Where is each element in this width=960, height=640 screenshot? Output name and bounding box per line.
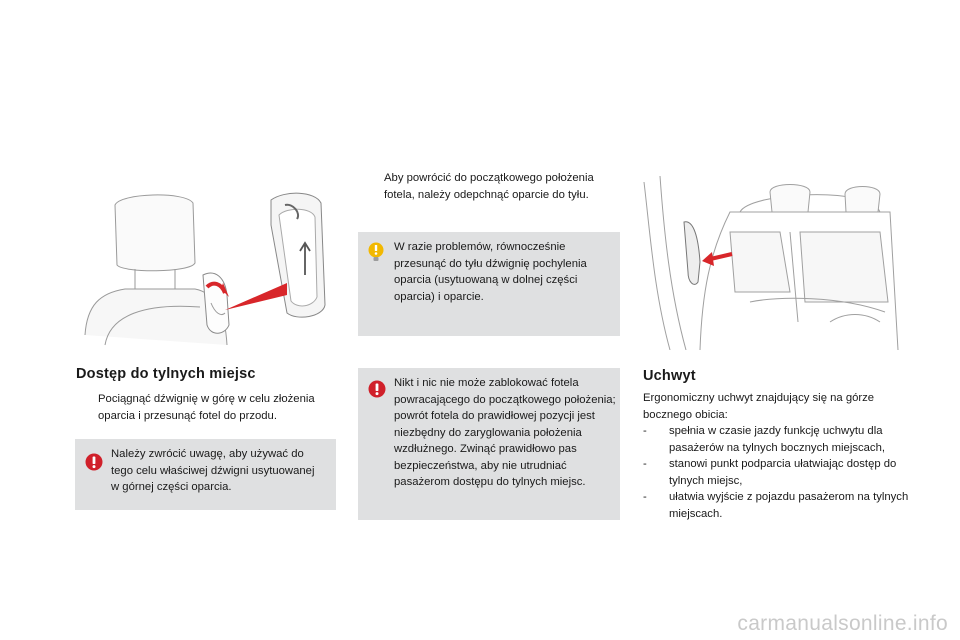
list-item: - spełnia w czasie jazdy funkcję uchwytu… [643, 423, 909, 456]
list-item: - stanowi punkt podparcia ułatwiając dos… [643, 456, 909, 489]
warning-icon [368, 380, 386, 398]
middle-instruction-text: Aby powrócić do początkowego położenia f… [384, 172, 594, 201]
section-heading-rear-access: Dostęp do tylnych miejsc [76, 366, 256, 382]
left-instruction-text: Pociągnąć dźwignię w górę w celu złożeni… [98, 393, 315, 422]
list-item-text: ułatwia wyjście z pojazdu pasażerom na t… [669, 491, 909, 520]
dash-marker: - [643, 425, 647, 437]
watermark: carmanualsonline.info [737, 612, 948, 635]
warning-box-left: Należy zwrócić uwagę, aby używać do tego… [75, 439, 336, 510]
list-item: - ułatwia wyjście z pojazdu pasażerom na… [643, 489, 909, 522]
info-icon [368, 242, 384, 261]
info-text-middle: W razie problemów, równocześnie przesuną… [394, 241, 587, 303]
bullet-pointer-icon [362, 170, 384, 203]
list-item-text: stanowi punkt podparcia ułatwiając dostę… [669, 458, 897, 487]
seat-lever-illustration [84, 192, 326, 346]
left-instruction: Pociągnąć dźwignię w górę w celu złożeni… [76, 391, 338, 424]
warning-text-left: Należy zwrócić uwagę, aby używać do tego… [111, 448, 315, 493]
handle-description: Ergonomiczny uchwyt znajdujący się na gó… [643, 390, 909, 522]
info-box-middle: W razie problemów, równocześnie przesuną… [358, 232, 620, 336]
warning-box-middle: Nikt i nic nie może zablokować fotela po… [358, 368, 620, 520]
dash-marker: - [643, 491, 647, 503]
list-item-text: spełnia w czasie jazdy funkcję uchwytu d… [669, 425, 885, 454]
handle-intro: Ergonomiczny uchwyt znajdujący się na gó… [643, 392, 875, 421]
dash-marker: - [643, 458, 647, 470]
warning-icon [85, 453, 103, 471]
rear-handle-illustration [643, 175, 899, 350]
warning-text-middle: Nikt i nic nie może zablokować fotela po… [394, 377, 616, 488]
bullet-pointer-icon [76, 391, 98, 424]
middle-instruction: Aby powrócić do początkowego położenia f… [362, 170, 624, 203]
section-heading-handle: Uchwyt [643, 368, 696, 384]
